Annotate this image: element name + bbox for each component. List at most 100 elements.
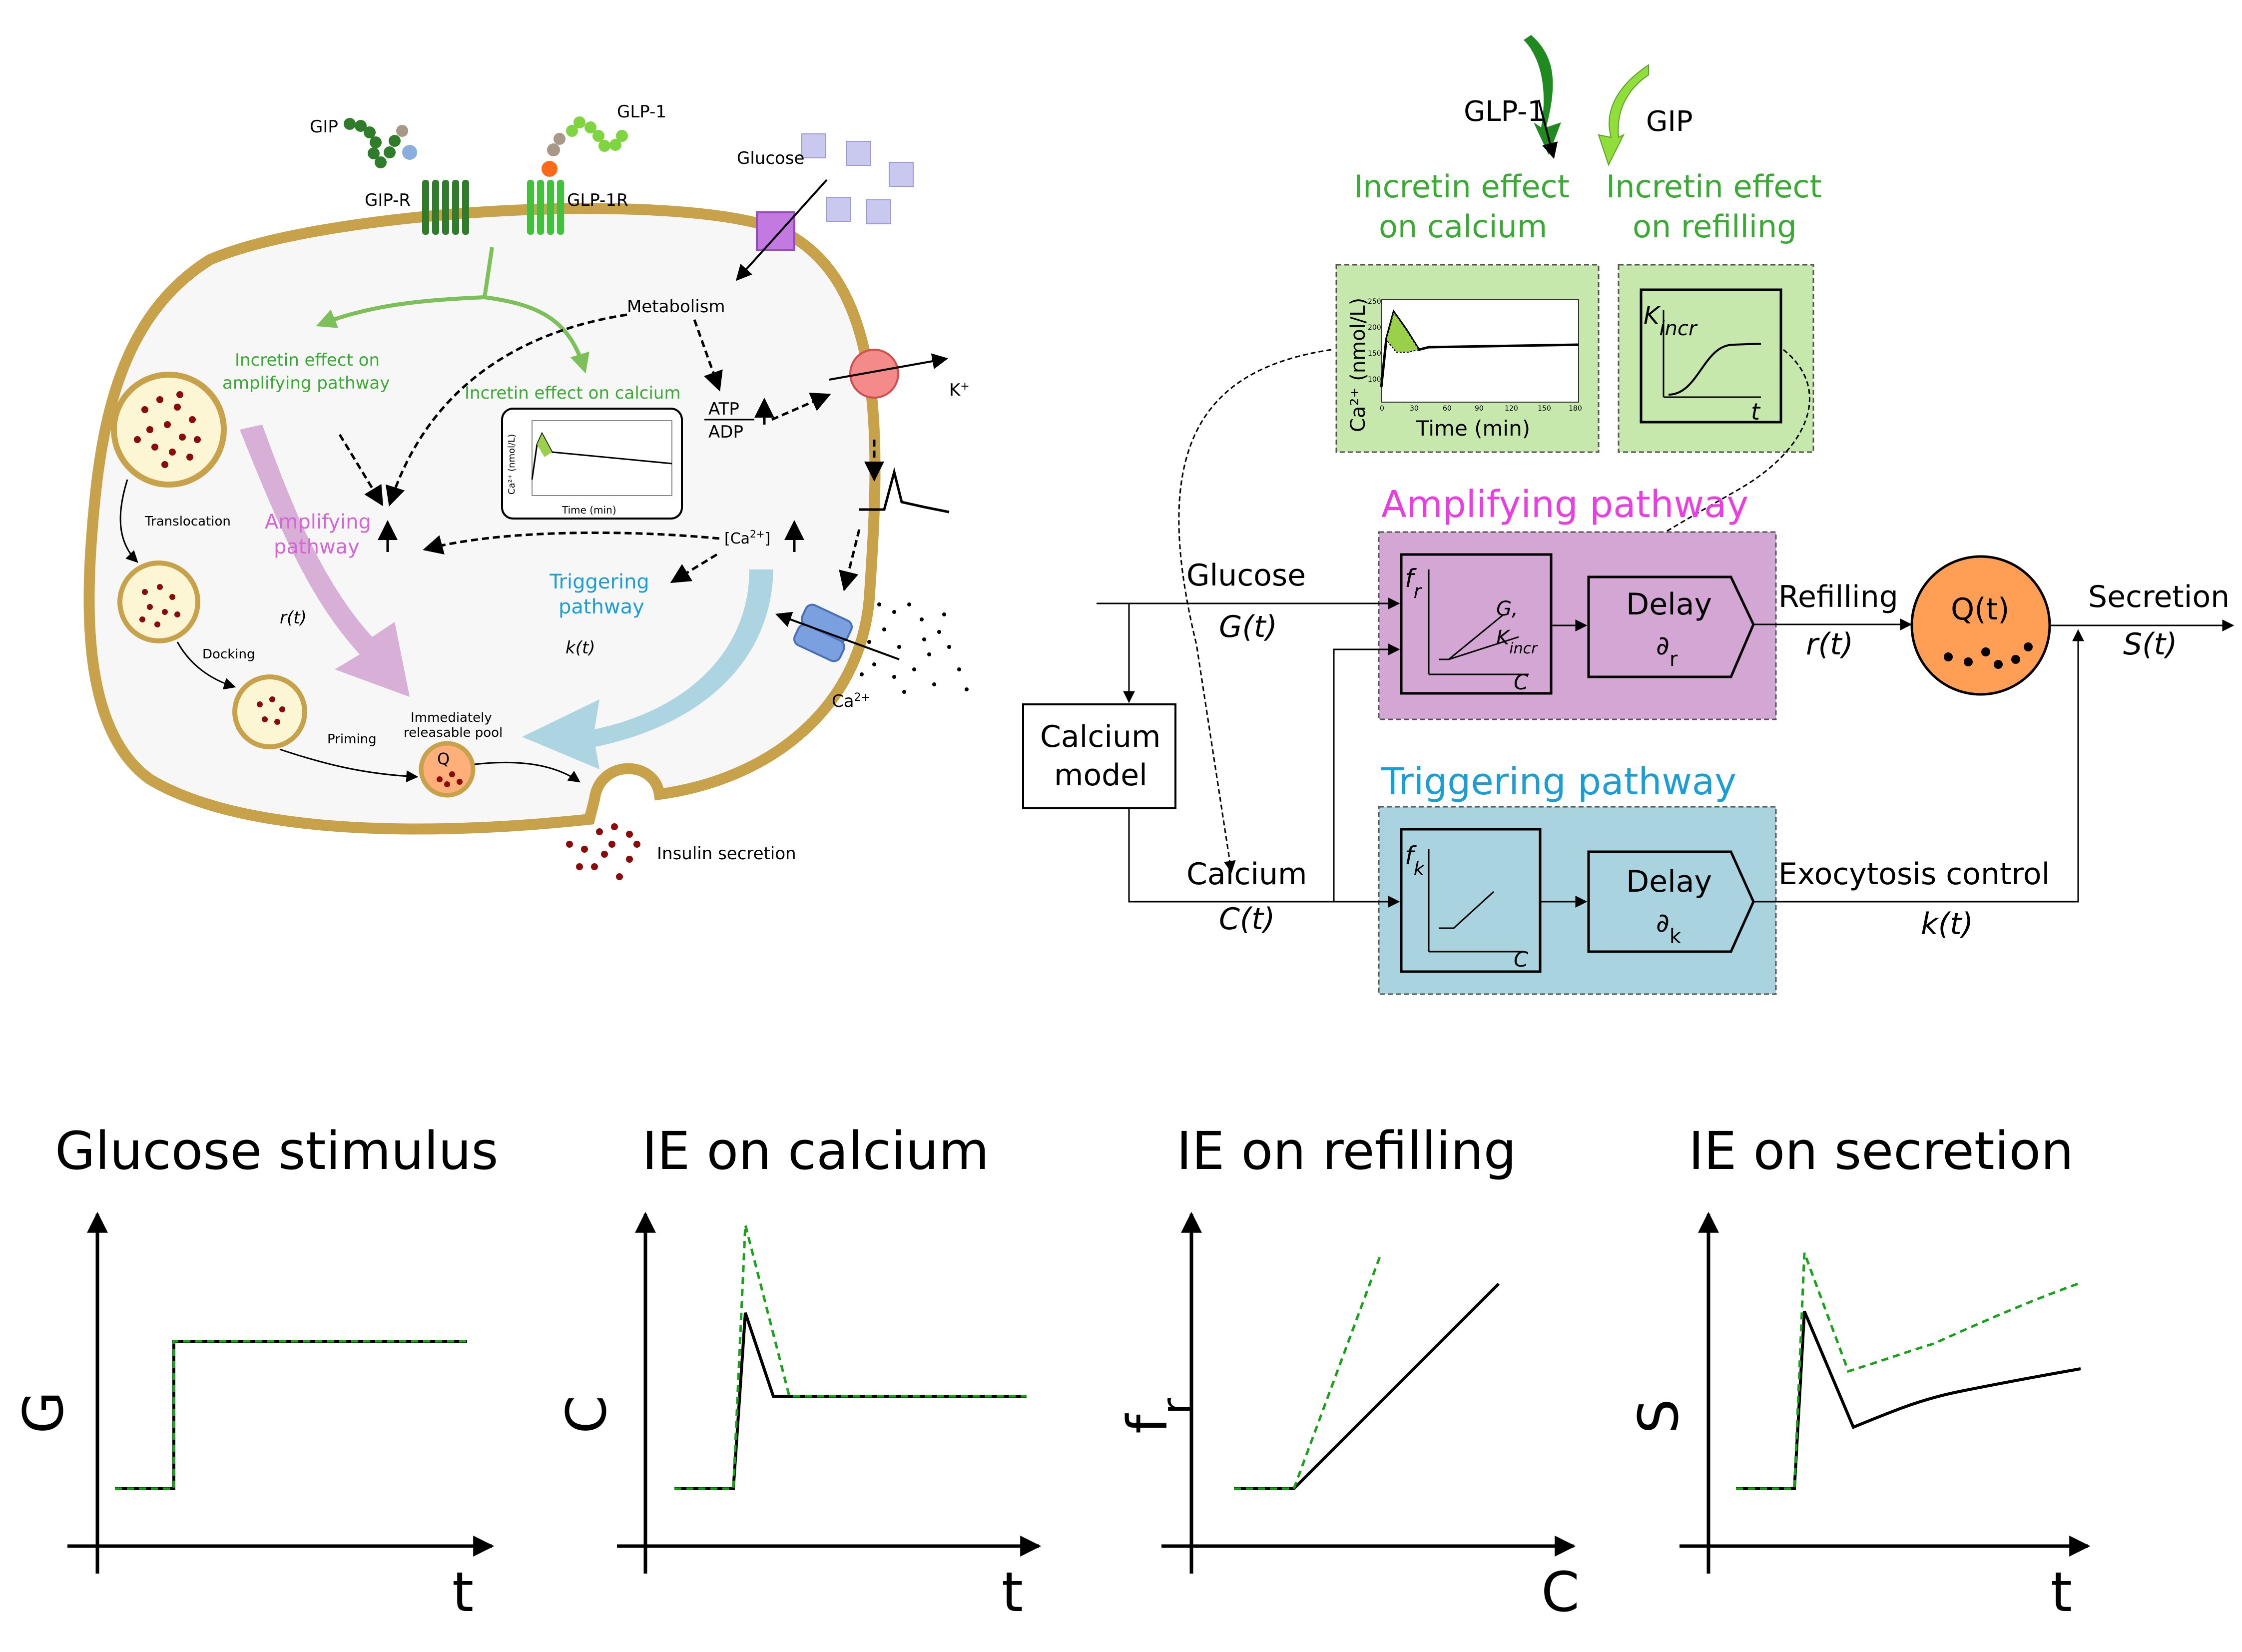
k-plus-label: K+: [949, 380, 970, 401]
bottom-plot-calcium: IE on calcium C t: [555, 1120, 1042, 1624]
vesicle-reserve: [111, 372, 227, 488]
action-potential-icon: [859, 467, 950, 514]
metabolism-label: Metabolism: [627, 297, 725, 317]
plot-refilling-ylabel: fr: [1116, 1398, 1199, 1434]
refilling-plot-ie-line: [1234, 1252, 1383, 1490]
priming-label: Priming: [327, 732, 377, 747]
glp1-receptor: [527, 180, 564, 235]
glucose-plot-ie-line: [115, 1340, 467, 1490]
block-gip-label: GIP: [1646, 105, 1693, 138]
ca-inset-ie-area: [1385, 311, 1420, 353]
block-diagram: GLP-1 GIP Incretin effect on calcium Inc…: [1022, 35, 2235, 995]
glp1-arrow-icon: [1524, 35, 1561, 155]
ca-ytick-250: 250: [1368, 298, 1381, 306]
bottom-plot-glucose: Glucose stimulus G t: [11, 1120, 499, 1624]
fk-c-label: C: [1514, 947, 1529, 972]
gip-molecule-icon: [344, 118, 417, 168]
plot-calcium-title: IE on calcium: [642, 1120, 989, 1181]
calcium-plot-line: [674, 1312, 1027, 1490]
ca-channel-icon: [793, 603, 853, 662]
amplifying-label-2: pathway: [274, 536, 360, 558]
delay-k-block: [1587, 850, 1755, 953]
secretion-label: Secretion: [2088, 579, 2230, 614]
ie-calcium-label: Incretin effect on calcium: [465, 383, 681, 403]
insulin-secretion-label: Insulin secretion: [657, 844, 796, 864]
ie-refilling-title-1: Incretin effect: [1606, 168, 1822, 205]
glucose-transporter-icon: [756, 211, 795, 251]
vesicle-translocated: [117, 560, 200, 643]
gip-arrow-icon: [1598, 64, 1649, 166]
glucose-signal-label: Glucose: [1186, 558, 1306, 593]
plot-secretion-ylabel: S: [1627, 1399, 1690, 1434]
ie-calcium-box: 250 200 150 100 0 30 60 90 120 150 180 C…: [1335, 264, 1600, 453]
refilling-plot-line: [1234, 1282, 1500, 1490]
ca-xtick-120: 120: [1505, 405, 1518, 413]
s-t-label: S(t): [2123, 627, 2177, 662]
k-incr-label: Kincr: [1644, 302, 1698, 340]
gip-receptor: [422, 180, 469, 235]
ca2-label: Ca2+: [832, 691, 870, 712]
translocation-label: Translocation: [144, 514, 231, 529]
bottom-plot-refilling: IE on refilling fr C: [1116, 1120, 1580, 1624]
calcium-plot-ie-line: [674, 1224, 1027, 1490]
ca-xtick-150: 150: [1538, 405, 1551, 413]
ie-calcium-title-1: Incretin effect: [1354, 168, 1570, 205]
calcium-model-label-1: Calcium: [1040, 719, 1160, 754]
k-incr-curve: [1668, 343, 1761, 396]
ca-ylabel: Ca²⁺ (nmol/L): [1347, 298, 1370, 432]
cell-k-t-label: k(t): [565, 638, 595, 658]
ca-ions-dots: [860, 602, 969, 694]
ca-xtick-60: 60: [1443, 405, 1452, 413]
calcium-signal-label: Calcium: [1186, 857, 1307, 892]
block-k-t-label: k(t): [1921, 907, 1973, 942]
triggering-label-1: Triggering: [549, 570, 649, 593]
irp-label-2: releasable pool: [404, 725, 503, 740]
ie-calcium-title-2: on calcium: [1379, 208, 1547, 245]
amplifying-label-1: Amplifying: [265, 511, 371, 534]
ca-ytick-200: 200: [1368, 324, 1381, 332]
block-r-t-label: r(t): [1806, 627, 1853, 662]
plot-glucose-title: Glucose stimulus: [55, 1120, 499, 1181]
glucose-cubes-icon: [801, 133, 914, 224]
delta-r-label: ∂r: [1656, 631, 1678, 671]
irp-q-label: Q: [437, 749, 450, 768]
ca-ytick-100: 100: [1368, 376, 1381, 384]
ca-xtick-0: 0: [1380, 405, 1384, 413]
delta-k-label: ∂k: [1656, 908, 1682, 948]
fr-kincr-label: Kincr: [1496, 626, 1538, 657]
delay-k-label: Delay: [1626, 864, 1712, 899]
calcium-model-block: [1022, 703, 1176, 809]
ca-xtick-180: 180: [1569, 405, 1582, 413]
amplifying-arrow: [240, 425, 410, 697]
triggering-box: fk C Delay ∂k: [1378, 806, 1777, 995]
block-glp1-label: GLP-1: [1464, 95, 1545, 128]
cell-r-t-label: r(t): [280, 608, 307, 628]
glucose-label: Glucose: [737, 148, 804, 168]
glucose-plot-line: [115, 1340, 467, 1490]
plot-calcium-xlabel: t: [1002, 1560, 1023, 1624]
triggering-pathway-title: Triggering pathway: [1381, 760, 1736, 803]
gip-r-label: GIP-R: [365, 190, 411, 210]
insulin-granules: [566, 823, 640, 880]
k-channel-icon: [849, 349, 899, 399]
glp1-label: GLP-1: [617, 102, 666, 122]
docking-label: Docking: [202, 647, 255, 662]
atp-label: ATP: [708, 399, 739, 419]
ie-amplifying-label-1: Incretin effect on: [235, 350, 380, 370]
g-t-label: G(t): [1219, 609, 1277, 644]
amplifying-pathway-title: Amplifying pathway: [1381, 483, 1748, 526]
bottom-plot-secretion: IE on secretion S t: [1627, 1120, 2091, 1624]
glp1-r-label: GLP-1R: [567, 190, 628, 210]
ie-refilling-title-2: on refilling: [1633, 208, 1797, 245]
ie-amplifying-label-2: amplifying pathway: [222, 373, 390, 393]
plot-secretion-title: IE on secretion: [1688, 1120, 2074, 1181]
ie-refilling-box: Kincr t: [1618, 264, 1814, 453]
ca-xtick-30: 30: [1410, 405, 1419, 413]
c-t-label: C(t): [1219, 902, 1275, 937]
secretion-plot-line: [1736, 1310, 2081, 1490]
delay-r-label: Delay: [1626, 587, 1712, 622]
ca-ytick-150: 150: [1368, 350, 1381, 358]
secretion-plot-ie-line: [1736, 1252, 2081, 1490]
refilling-t-label: t: [1751, 398, 1761, 425]
